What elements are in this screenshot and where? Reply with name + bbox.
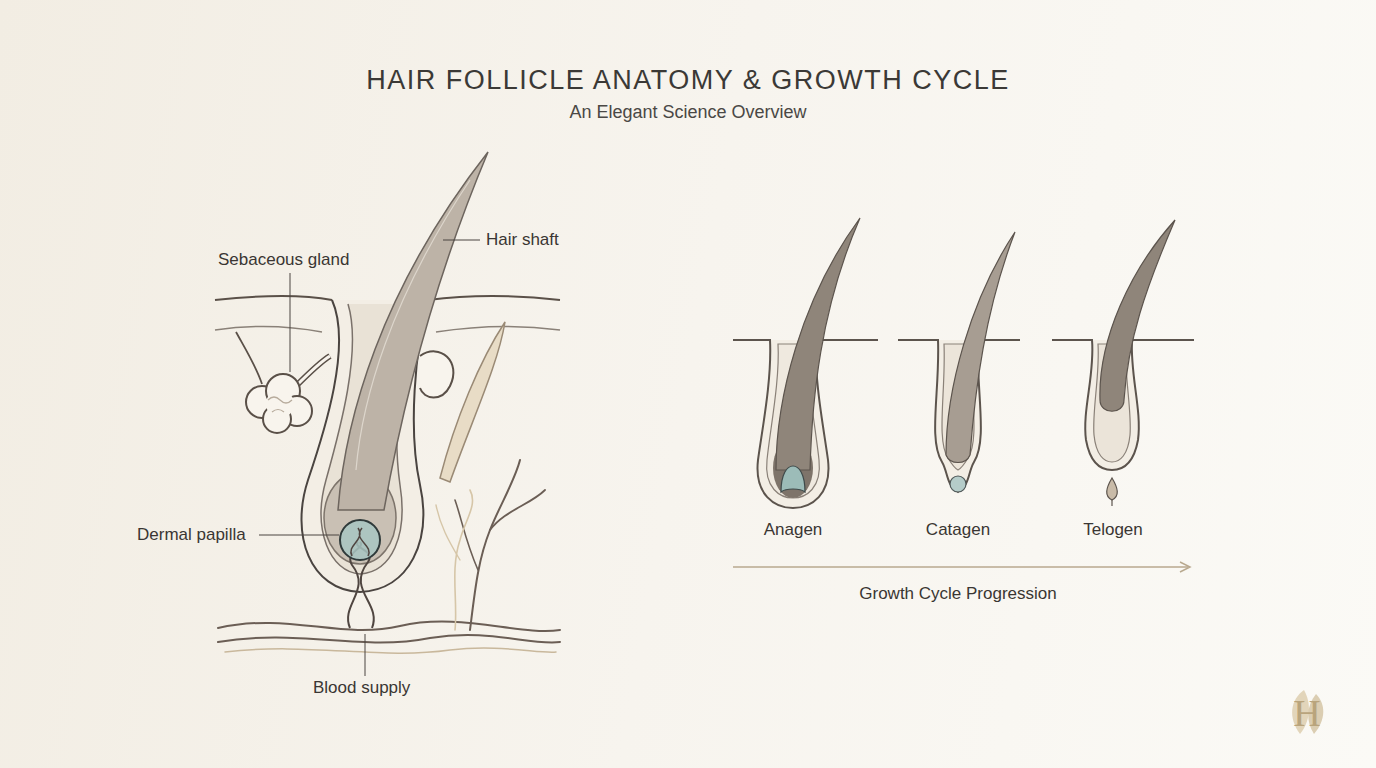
- anagen-follicle: [733, 218, 878, 508]
- part-label: Sebaceous gland: [218, 250, 349, 270]
- dermal-papilla: [340, 520, 380, 560]
- part-label: Blood supply: [313, 678, 410, 698]
- vessel: [218, 635, 560, 643]
- hair-shaft: [946, 232, 1015, 463]
- hair-shaft: [776, 218, 860, 470]
- vessel: [436, 505, 460, 560]
- phase-label: Telogen: [1083, 520, 1143, 540]
- phase-label: Catagen: [926, 520, 990, 540]
- part-label: Dermal papilla: [137, 525, 246, 545]
- leader-line: [365, 634, 366, 676]
- leader-line: [443, 240, 480, 241]
- subtitle: An Elegant Science Overview: [569, 102, 806, 124]
- gland-duct: [236, 332, 262, 384]
- gland-texture: [268, 397, 292, 412]
- progression-arrow: [733, 566, 1188, 568]
- arrow-head: [1180, 562, 1190, 572]
- dermal-papilla: [781, 466, 805, 492]
- dermal-papilla: [1107, 478, 1118, 500]
- vessel: [225, 648, 556, 653]
- vessel: [455, 490, 473, 630]
- telogen-follicle: [1052, 220, 1194, 506]
- gland-duct: [296, 356, 330, 386]
- epidermis-line: [215, 326, 322, 332]
- hair-shaft: [338, 152, 488, 510]
- phase-label: Anagen: [764, 520, 823, 540]
- part-label: Hair shaft: [486, 230, 559, 250]
- epidermis-line: [215, 296, 332, 300]
- gland-core: [266, 390, 294, 418]
- papilla-vessels: [351, 528, 369, 556]
- shaft-highlight: [356, 180, 470, 470]
- arrector-pili-muscle: [440, 322, 505, 482]
- axis-label: Growth Cycle Progression: [859, 584, 1056, 604]
- epidermis-line: [428, 296, 560, 300]
- gland-duct: [296, 356, 330, 386]
- papilla-stem: [1111, 500, 1112, 506]
- club-hair: [1100, 220, 1175, 411]
- diagram-title: HAIR FOLLICLE ANATOMY & GROWTH CYCLE: [366, 65, 1010, 96]
- follicle-lobe: [420, 351, 453, 397]
- dermal-papilla: [950, 476, 966, 492]
- leader-line: [290, 273, 291, 372]
- catagen-follicle: [898, 232, 1020, 492]
- vessel: [490, 490, 545, 530]
- vessel: [455, 500, 478, 570]
- sebaceous-gland: [236, 332, 330, 433]
- vessel: [218, 622, 560, 631]
- leader-lines: [259, 240, 480, 676]
- logo-monogram: H: [1293, 691, 1320, 737]
- leader-line: [259, 535, 339, 536]
- vessel: [470, 460, 520, 630]
- epidermis-line: [436, 326, 560, 332]
